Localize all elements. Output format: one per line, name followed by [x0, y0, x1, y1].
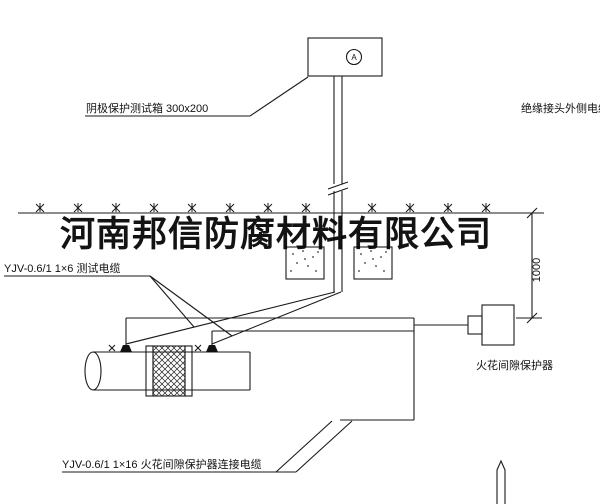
cable-terminals [120, 345, 218, 352]
flange-right [184, 345, 193, 397]
test-box-leader [85, 76, 309, 117]
ammeter-circle [345, 48, 363, 66]
protector-cable-leader [62, 420, 353, 473]
ground-marks [35, 202, 491, 213]
ammeter-letter: A [351, 53, 357, 62]
protector-cables [125, 317, 468, 421]
flange-left [145, 345, 154, 397]
label-spark-gap-protector: 火花间隙保护器 [476, 358, 553, 372]
label-test-box: 阴极保护测试箱 300x200 [86, 101, 208, 115]
insulating-joint [152, 345, 186, 397]
spark-gap-protector [467, 304, 515, 346]
conduit-riser [327, 76, 349, 292]
pipeline [84, 344, 251, 397]
dimension-line [516, 207, 542, 324]
concrete-block-right [353, 246, 393, 280]
riser-symbol [496, 459, 506, 504]
label-protector-cable: YJV-0.6/1 1×16 火花间隙保护器连接电缆 [62, 457, 262, 471]
dimension-value: 1000 [531, 258, 543, 282]
label-outer-cable: 绝缘接头外侧电缆 [521, 101, 600, 115]
test-cable-leader [4, 275, 233, 337]
concrete-stipple [290, 250, 387, 272]
label-test-cable: YJV-0.6/1 1×6 测试电缆 [4, 262, 120, 275]
test-box [307, 37, 383, 77]
concrete-block-left [285, 246, 325, 280]
